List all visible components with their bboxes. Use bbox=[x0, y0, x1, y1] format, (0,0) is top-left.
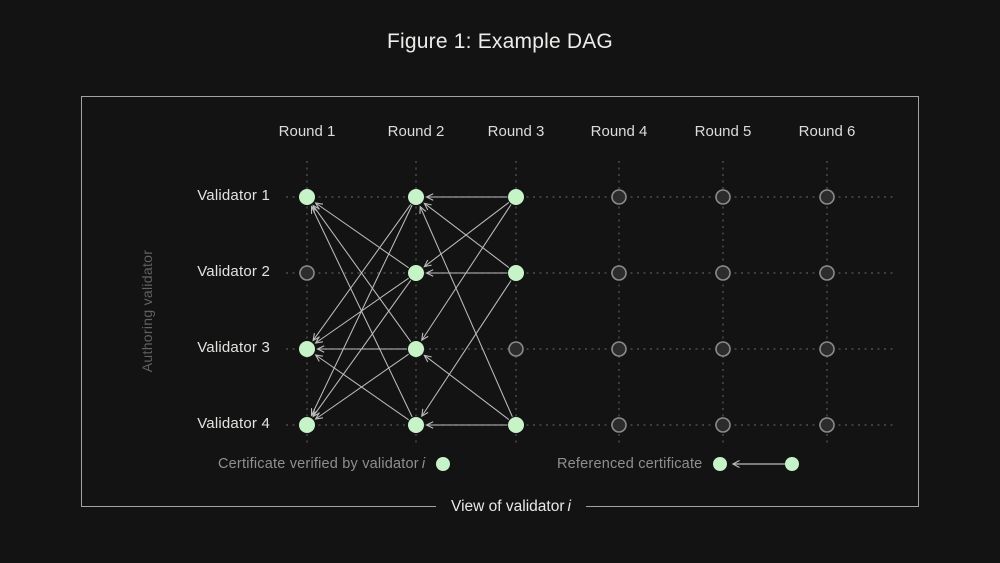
dag-node-round6-validator2-unverified bbox=[819, 265, 835, 281]
dag-edge-r2v3-to-r1v1 bbox=[312, 204, 412, 342]
round-header-6: Round 6 bbox=[798, 123, 856, 140]
dag-node-round4-validator2-unverified bbox=[611, 265, 627, 281]
round-header-3: Round 3 bbox=[487, 123, 545, 140]
dag-node-round1-validator2-unverified bbox=[299, 265, 315, 281]
verified-dot-icon bbox=[436, 457, 451, 471]
dag-node-round5-validator4-unverified bbox=[715, 417, 731, 433]
x-axis-label-italic-i: i bbox=[567, 498, 571, 515]
dag-edge-r3v1-to-r2v3 bbox=[421, 204, 512, 342]
dag-node-round5-validator1-unverified bbox=[715, 189, 731, 205]
dag-edge-r3v4-to-r2v1 bbox=[419, 205, 513, 417]
dag-node-round3-validator3-unverified bbox=[508, 341, 524, 357]
dag-node-round4-validator4-unverified bbox=[611, 417, 627, 433]
dag-edge-r2v2-to-r1v1 bbox=[314, 202, 409, 269]
legend-verified-label: Certificate verified by validator bbox=[218, 456, 419, 472]
dag-node-round4-validator3-unverified bbox=[611, 341, 627, 357]
dag-node-round2-validator3-verified bbox=[408, 341, 424, 357]
dag-node-round1-validator4-verified bbox=[299, 417, 315, 433]
dag-edge-r2v1-to-r1v3 bbox=[312, 204, 412, 342]
dag-node-round2-validator4-verified bbox=[408, 417, 424, 433]
dag-edge-r2v2-to-r1v4 bbox=[312, 280, 412, 418]
dag-node-round3-validator2-verified bbox=[508, 265, 524, 281]
dag-edge-r2v2-to-r1v3 bbox=[314, 277, 409, 344]
dag-edge-r2v4-to-r1v1 bbox=[310, 205, 413, 418]
dag-node-round1-validator1-verified bbox=[299, 189, 315, 205]
dag-node-round6-validator1-unverified bbox=[819, 189, 835, 205]
dag-node-round5-validator3-unverified bbox=[715, 341, 731, 357]
round-header-2: Round 2 bbox=[387, 123, 445, 140]
round-header-4: Round 4 bbox=[590, 123, 648, 140]
dag-node-round2-validator2-verified bbox=[408, 265, 424, 281]
dag-node-round3-validator1-verified bbox=[508, 189, 524, 205]
dag-node-round5-validator2-unverified bbox=[715, 265, 731, 281]
dag-node-round4-validator1-unverified bbox=[611, 189, 627, 205]
dag-edge-r3v1-to-r2v2 bbox=[423, 202, 510, 268]
x-axis-label-text: View of validator bbox=[451, 498, 565, 515]
dag-node-round1-validator3-verified bbox=[299, 341, 315, 357]
legend-referenced-label: Referenced certificate bbox=[557, 456, 703, 472]
validator-label-3: Validator 3 bbox=[197, 339, 270, 356]
round-header-1: Round 1 bbox=[278, 123, 336, 140]
validator-label-2: Validator 2 bbox=[197, 263, 270, 280]
dag-node-round2-validator1-verified bbox=[408, 189, 424, 205]
legend-verified-italic-i: i bbox=[421, 456, 426, 472]
reference-arrow-icon bbox=[713, 457, 800, 471]
round-header-5: Round 5 bbox=[694, 123, 752, 140]
dag-edge-r2v3-to-r1v4 bbox=[314, 353, 409, 420]
validator-label-4: Validator 4 bbox=[197, 415, 270, 432]
validator-label-1: Validator 1 bbox=[197, 187, 270, 204]
dag-node-round6-validator4-unverified bbox=[819, 417, 835, 433]
dag-edge-r3v2-to-r2v1 bbox=[423, 202, 510, 268]
dag-node-round3-validator4-verified bbox=[508, 417, 524, 433]
y-axis-label: Authoring validator bbox=[139, 249, 155, 373]
page-title: Figure 1: Example DAG bbox=[387, 30, 613, 53]
dag-node-round6-validator3-unverified bbox=[819, 341, 835, 357]
dag-edge-r2v4-to-r1v3 bbox=[314, 354, 409, 421]
legend-referenced-certificate: Referenced certificate bbox=[557, 453, 800, 475]
dag-edge-r3v4-to-r2v3 bbox=[423, 354, 510, 420]
dag-edge-r3v2-to-r2v4 bbox=[421, 280, 512, 418]
